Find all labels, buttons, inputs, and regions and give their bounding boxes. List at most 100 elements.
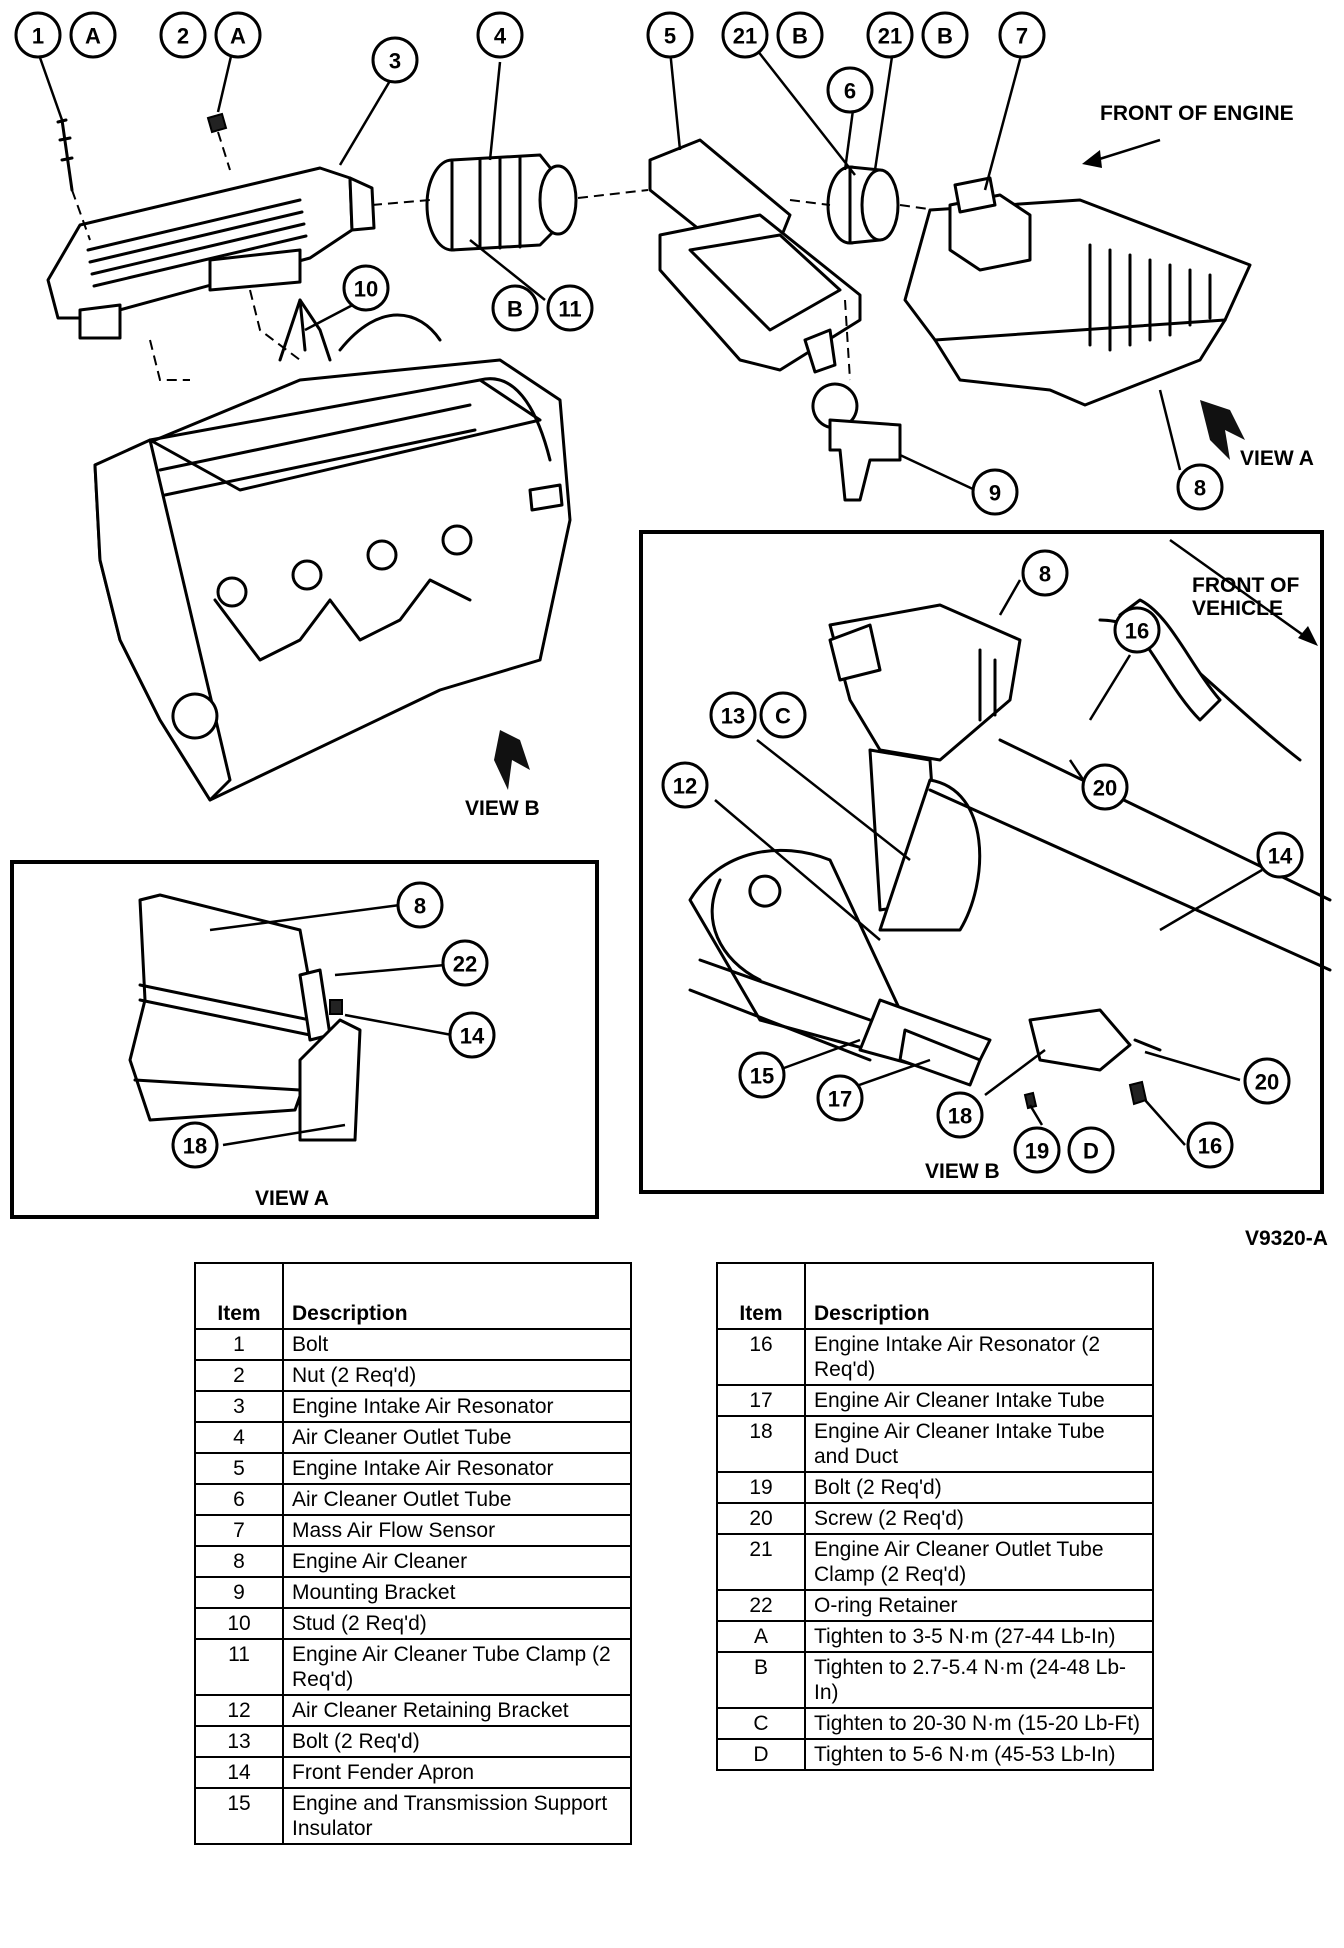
callout-item-6: 6 [826, 66, 874, 114]
item-cell: 21 [716, 1533, 806, 1591]
description-cell: Mounting Bracket [282, 1576, 632, 1609]
outlet-tube-6-art [826, 165, 900, 245]
callout-torque-A: A [214, 11, 262, 59]
description-cell: Bolt (2 Req'd) [804, 1471, 1154, 1504]
description-cell: Engine Air Cleaner [282, 1545, 632, 1578]
exploded-parts-diagram: FRONT OF ENGINE VIEW A VIEW B FRONT [10, 11, 1332, 1250]
engine-block-art [93, 298, 572, 802]
callout-item-8-text: 8 [1194, 476, 1206, 501]
description-cell: Engine Air Cleaner Intake Tube [804, 1384, 1154, 1417]
callout-item-16-text: 16 [1198, 1134, 1222, 1159]
callout-item-14: 14 [448, 1011, 496, 1059]
callout-torque-B-text: B [507, 297, 523, 322]
figure-id: V9320-A [1245, 1227, 1328, 1250]
callout-torque-B: B [921, 11, 969, 59]
description-cell: Engine Intake Air Resonator [282, 1390, 632, 1423]
callout-item-21-text: 21 [878, 24, 902, 49]
callout-item-12: 12 [661, 761, 709, 809]
engine-air-cleaner-8-art [903, 176, 1252, 407]
view-a-inset-art [128, 893, 362, 1142]
description-cell: Engine Air Cleaner Intake Tube and Duct [804, 1415, 1154, 1473]
description-cell: Engine Air Cleaner Tube Clamp (2 Req'd) [282, 1638, 632, 1696]
callout-item-17-text: 17 [828, 1087, 852, 1112]
callout-item-11-text: 11 [558, 297, 581, 322]
callout-item-21-text: 21 [733, 24, 757, 49]
callout-item-10-text: 10 [354, 277, 378, 302]
item-cell: 10 [194, 1607, 284, 1640]
front-of-vehicle-label-line1: FRONT OF [1192, 574, 1299, 597]
callout-item-5-text: 5 [664, 24, 676, 49]
item-cell: 8 [194, 1545, 284, 1578]
item-cell: 9 [194, 1576, 284, 1609]
mounting-bracket-9-art [828, 418, 902, 502]
callout-item-8-text: 8 [1039, 562, 1051, 587]
description-cell: Air Cleaner Retaining Bracket [282, 1694, 632, 1727]
callout-item-20: 20 [1081, 763, 1129, 811]
view-b-arrow [494, 730, 530, 790]
callout-torque-C: C [759, 691, 807, 739]
item-cell: B [716, 1651, 806, 1709]
front-of-vehicle-label-line2: VEHICLE [1192, 597, 1283, 620]
description-cell: Engine Air Cleaner Outlet Tube Clamp (2 … [804, 1533, 1154, 1591]
item-cell: 15 [194, 1787, 284, 1845]
description-cell: Air Cleaner Outlet Tube [282, 1483, 632, 1516]
description-cell: Tighten to 5-6 N·m (45-53 Lb-In) [804, 1738, 1154, 1771]
view-a-arrow-label: VIEW A [1240, 447, 1314, 470]
description-cell: Mass Air Flow Sensor [282, 1514, 632, 1547]
callout-torque-D: D [1067, 1126, 1115, 1174]
callout-item-5: 5 [646, 11, 694, 59]
callout-torque-B-text: B [937, 24, 953, 49]
callout-item-19-text: 19 [1025, 1139, 1049, 1164]
item-cell: 20 [716, 1502, 806, 1535]
front-of-vehicle-arrow [1169, 538, 1318, 646]
callout-torque-A: A [69, 11, 117, 59]
callout-item-14-text: 14 [1268, 844, 1293, 869]
callout-item-15-text: 15 [750, 1064, 774, 1089]
callout-item-14-text: 14 [460, 1024, 485, 1049]
callout-item-11: 11 [546, 284, 594, 332]
callout-item-18: 18 [936, 1091, 984, 1139]
callout-item-4: 4 [476, 11, 524, 59]
callout-item-22: 22 [441, 939, 489, 987]
callout-item-20-text: 20 [1093, 776, 1117, 801]
description-cell: Screw (2 Req'd) [804, 1502, 1154, 1535]
description-cell: Nut (2 Req'd) [282, 1359, 632, 1392]
item-cell: 5 [194, 1452, 284, 1485]
callout-item-7-text: 7 [1016, 24, 1028, 49]
callout-item-3: 3 [371, 36, 419, 84]
callout-item-18: 18 [171, 1121, 219, 1169]
callout-item-16-text: 16 [1125, 619, 1149, 644]
view-a-inset-frame [10, 860, 599, 1219]
callout-item-13: 13 [709, 691, 757, 739]
item-cell: 12 [194, 1694, 284, 1727]
callout-item-15: 15 [738, 1051, 786, 1099]
front-of-engine-label: FRONT OF ENGINE [1100, 102, 1294, 125]
intake-air-resonator-5-art [648, 138, 862, 430]
column-header-description: Description [804, 1262, 1154, 1330]
callout-item-16: 16 [1113, 606, 1161, 654]
callout-torque-B: B [491, 284, 539, 332]
callout-item-19: 19 [1013, 1126, 1061, 1174]
view-b-inset-frame [639, 530, 1324, 1194]
description-cell: Tighten to 2.7-5.4 N·m (24-48 Lb-In) [804, 1651, 1154, 1709]
column-header-item: Item [194, 1262, 284, 1330]
item-cell: 16 [716, 1328, 806, 1386]
item-cell: 19 [716, 1471, 806, 1504]
item-cell: 4 [194, 1421, 284, 1454]
alignment-line [71, 131, 936, 381]
column-header-description: Description [282, 1262, 632, 1330]
